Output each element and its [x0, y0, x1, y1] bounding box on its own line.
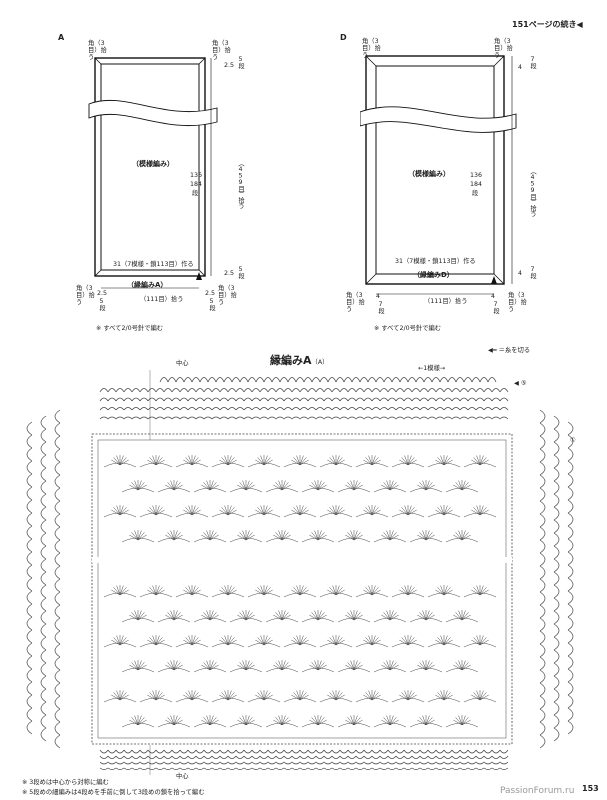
diagram-d-corner-br: 角（3目）拾う: [508, 292, 527, 313]
chart-title-main: 縁編みA: [270, 354, 312, 367]
diagram-a-br-rows: 5段: [208, 298, 215, 311]
diagram-a-side-rows-unit: 段: [192, 190, 199, 197]
footer-note-2: ※ 5段めの細編みは4段めを手前に倒して3段めの鎖を拾って編む: [22, 789, 205, 796]
diagram-d-corner-tr: 角（3目）拾う: [494, 38, 513, 59]
chart-title: 縁編みA（A）: [270, 352, 328, 368]
footer-note-1: ※ 3段めは中心から対称に編む: [22, 779, 109, 786]
cut-yarn-legend-text: ＝糸を切る: [498, 347, 531, 354]
diagram-a-bottom-note: 31（7模様・鎖113目）作る: [113, 261, 194, 268]
chart-repeat-label: ←1模様→: [418, 365, 446, 372]
continued-from-note: 151ページの続き◀: [512, 20, 583, 29]
diagram-d-border-label: （縁編みD）: [413, 271, 454, 279]
diagram-a-needle-note: ※ すべて2/0号針で編む: [96, 325, 164, 332]
diagram-a-bottom-right-rows: 5段: [237, 266, 244, 279]
diagram-a-letter: A: [58, 33, 65, 42]
diagram-a-br-num: 2.5: [205, 290, 216, 297]
diagram-a-center-label: （模様編み）: [132, 160, 174, 168]
diagram-d-br-rows: 7段: [492, 301, 499, 314]
diagram-d-bottom-note: 31（7模様・鎖113目）作る: [395, 258, 476, 265]
chart-title-sub: （A）: [311, 359, 329, 366]
chart-repeat-label-text: 1模様: [423, 365, 440, 372]
diagram-d-br-num: 4: [491, 293, 496, 300]
diagram-d-top-right-num: 4: [518, 64, 523, 71]
diagram-d-bottom-right-rows: 7段: [529, 266, 536, 279]
diagram-d-bl-rows: 7段: [377, 301, 384, 314]
diagram-d-side-rows-unit: 段: [472, 190, 479, 197]
diagram-d-center-label: （模様編み）: [408, 170, 450, 178]
diagram-d-corner-bl: 角（3目）拾う: [346, 292, 365, 313]
diagram-d-outline: [360, 55, 517, 295]
diagram-d-side-stitches: （459目）拾う: [529, 168, 536, 217]
diagram-a-corner-br: 角（3目）拾う: [218, 285, 237, 306]
diagram-a-side-cm: 136: [190, 172, 203, 179]
diagram-a-bl-rows: 5段: [98, 298, 105, 311]
diagram-d-side-cm: 136: [470, 172, 483, 179]
diagram-a-corner-tl: 角（3目）拾う: [88, 40, 107, 61]
diagram-a-top-right-num: 2.5: [224, 62, 235, 69]
cut-yarn-legend: ◀━ ＝糸を切る: [488, 347, 530, 354]
diagram-d-bottom-stitches: （111目）拾う: [424, 298, 468, 305]
watermark: PassionForum.ru: [500, 786, 575, 796]
diagram-a-corner-bl: 角（3目）拾う: [76, 285, 95, 306]
cut-yarn-arrow-icon: ◀━: [488, 347, 499, 354]
diagram-a-side-rows-num: 184: [190, 181, 203, 188]
diagram-a-side-stitches: （459目）拾う: [237, 160, 244, 209]
diagram-a-bl-num: 2.5: [97, 290, 108, 297]
chart-row-mark-5: ◀ ⑤: [514, 380, 527, 387]
diagram-a-outline: [88, 57, 218, 289]
diagram-d-bl-num: 4: [376, 293, 381, 300]
diagram-a-bottom-right-num: 2.5: [224, 270, 235, 277]
diagram-d-needle-note: ※ すべて2/0号針で編む: [374, 325, 442, 332]
diagram-a-top-right-rows: 5段: [237, 56, 244, 69]
diagram-d-corner-tl: 角（3目）拾う: [362, 38, 381, 59]
diagram-a-bottom-stitches: （111目）拾う: [140, 296, 184, 303]
chart-center-bottom-label: 中心: [176, 773, 189, 780]
diagram-a-border-label: （縁編みA）: [127, 281, 168, 289]
diagram-d-bottom-right-num: 4: [518, 270, 523, 277]
diagram-a-corner-tr: 角（3目）拾う: [212, 40, 231, 61]
diagram-d-letter: D: [340, 33, 347, 42]
chart-center-top-label: 中心: [176, 360, 189, 367]
diagram-d-side-rows-num: 184: [470, 181, 483, 188]
row-mark-5-text: ⑤: [520, 380, 527, 387]
page-number: 153: [582, 784, 599, 793]
diagram-d-top-right-rows: 7段: [529, 56, 536, 69]
